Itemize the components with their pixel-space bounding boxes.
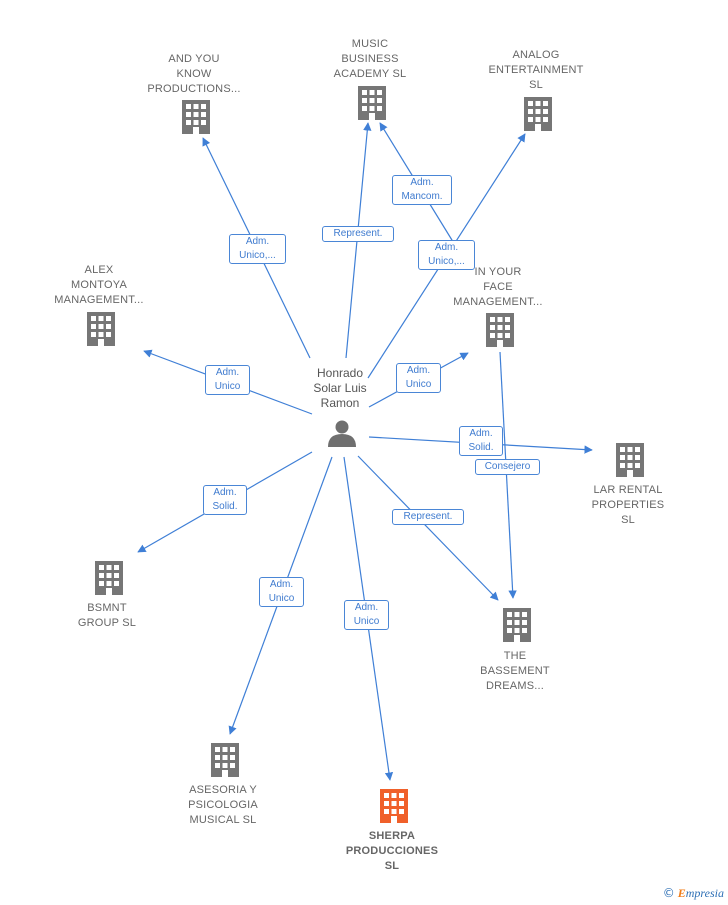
relation-badge-line: Adm.	[406, 365, 431, 376]
relation-badge-r-and-you[interactable]: Adm. Unico,...	[229, 234, 286, 264]
relation-badge-r-bsmnt[interactable]: Adm. Solid.	[203, 485, 247, 515]
relation-badge-line: Adm.	[269, 579, 294, 590]
relation-badge-line: Adm.	[215, 367, 240, 378]
relation-badge-line: Unico	[268, 593, 295, 604]
company-label-line: MANAGEMENT...	[453, 296, 543, 308]
relation-badge-line: Adm.	[410, 177, 434, 188]
company-label-line: ALEX	[84, 264, 114, 276]
company-label-bassement[interactable]: THE BASSEMENT DREAMS...	[450, 649, 580, 694]
relation-badge-r-alex[interactable]: Adm. Unico	[205, 365, 250, 395]
building-icon[interactable]	[95, 561, 123, 595]
brand-name: mpresia	[685, 886, 724, 900]
company-label-line: THE	[503, 650, 527, 662]
company-label-line: BASSEMENT	[480, 665, 550, 677]
company-label-line: KNOW	[176, 68, 212, 80]
relation-badge-r-asesoria[interactable]: Adm. Unico	[259, 577, 304, 607]
relation-badge-line: Unico	[405, 379, 432, 390]
company-label-analog[interactable]: ANALOG ENTERTAINMENT SL	[471, 48, 601, 93]
relation-badge-r-lar[interactable]: Adm. Solid.	[459, 426, 503, 456]
relation-badge-line: Represent.	[333, 228, 383, 239]
brand-watermark: ©Empresia	[663, 886, 724, 901]
relation-badge-r-analog[interactable]: Adm. Unico,...	[418, 240, 475, 270]
building-icon[interactable]	[486, 313, 514, 347]
icons-layer	[87, 86, 644, 823]
relation-badge-line: Adm.	[354, 602, 379, 613]
company-label-bsmnt[interactable]: BSMNT GROUP SL	[42, 601, 172, 631]
person-icon[interactable]	[328, 420, 356, 448]
relation-badge-line: Unico,...	[428, 256, 465, 267]
building-icon[interactable]	[524, 97, 552, 131]
relation-badge-line: Adm.	[434, 242, 459, 253]
building-icon[interactable]	[503, 608, 531, 642]
company-label-line: FACE	[483, 281, 513, 293]
relation-badge-line: Solid.	[212, 501, 238, 512]
company-label-music-business[interactable]: MUSIC BUSINESS ACADEMY SL	[305, 37, 435, 82]
building-icon[interactable]	[358, 86, 386, 120]
building-icon[interactable]	[182, 100, 210, 134]
person-name-line: Ramon	[320, 396, 360, 410]
relation-badge-r-bassement[interactable]: Represent.	[392, 509, 464, 525]
company-label-in-your-face[interactable]: IN YOUR FACE MANAGEMENT...	[433, 265, 563, 310]
building-icon[interactable]	[211, 743, 239, 777]
relation-badge-line: Unico	[214, 381, 241, 392]
person-name-line: Honrado	[316, 366, 364, 380]
copyright-icon: ©	[662, 886, 675, 900]
company-label-line: SL	[384, 860, 400, 872]
company-label-line: IN YOUR	[474, 266, 522, 278]
company-label-line: PRODUCTIONS...	[147, 83, 241, 95]
company-label-line: SL	[529, 79, 543, 91]
company-label-lar-rental[interactable]: LAR RENTAL PROPERTIES SL	[563, 483, 693, 528]
relation-badge-line: Adm.	[245, 236, 270, 247]
relation-badge-line: Mancom.	[401, 191, 443, 202]
company-label-line: MONTOYA	[71, 279, 127, 291]
company-label-and-you-know[interactable]: AND YOU KNOW PRODUCTIONS...	[129, 52, 259, 97]
relation-badge-line: Unico	[353, 616, 380, 627]
company-label-line: MUSICAL SL	[189, 814, 257, 826]
company-label-line: SHERPA	[368, 830, 416, 842]
company-label-line: PROPERTIES	[591, 499, 665, 511]
company-label-asesoria[interactable]: ASESORIA Y PSICOLOGIA MUSICAL SL	[158, 783, 288, 828]
company-label-line: ASESORIA Y	[189, 784, 257, 796]
relation-badge-line: Adm.	[469, 428, 493, 439]
relation-badge-line: Represent.	[403, 511, 453, 522]
company-label-line: DREAMS...	[485, 680, 545, 692]
relation-badge-line: Adm.	[213, 487, 237, 498]
relation-badge-r-sherpa[interactable]: Adm. Unico	[344, 600, 389, 630]
relation-badge-line: Solid.	[468, 442, 494, 453]
company-label-line: SL	[621, 514, 635, 526]
company-label-alex-montoya[interactable]: ALEX MONTOYA MANAGEMENT...	[34, 263, 164, 308]
relation-edge	[499, 351, 517, 599]
company-label-line: LAR RENTAL	[593, 484, 663, 496]
company-label-line: ANALOG	[512, 49, 560, 61]
company-label-line: MANAGEMENT...	[54, 294, 144, 306]
relation-edge	[357, 455, 499, 601]
relation-badge-line: Unico,...	[239, 250, 276, 261]
building-icon[interactable]	[616, 443, 644, 477]
relation-badge-r-music[interactable]: Represent.	[322, 226, 394, 242]
company-label-sherpa[interactable]: SHERPA PRODUCCIONES SL	[327, 829, 457, 874]
company-label-line: GROUP SL	[77, 617, 137, 629]
company-label-line: ENTERTAINMENT	[488, 64, 584, 76]
company-label-line: PRODUCCIONES	[345, 845, 439, 857]
company-label-line: ACADEMY SL	[333, 68, 407, 80]
relation-badge-r-face[interactable]: Adm. Unico	[396, 363, 441, 393]
company-label-line: AND YOU	[168, 53, 220, 65]
relation-badge-r-mancom[interactable]: Adm. Mancom.	[392, 175, 452, 205]
person-name-line: Solar Luis	[313, 381, 367, 395]
company-label-line: BUSINESS	[341, 53, 399, 65]
company-label-line: PSICOLOGIA	[188, 799, 258, 811]
building-icon[interactable]	[87, 312, 115, 346]
building-icon[interactable]	[380, 789, 408, 823]
relation-badge-r-consejero[interactable]: Consejero	[475, 459, 540, 475]
relation-badge-line: Consejero	[484, 461, 531, 472]
company-label-line: MUSIC	[351, 38, 389, 50]
brand-initial: E	[677, 886, 686, 900]
company-label-line: BSMNT	[87, 602, 127, 614]
